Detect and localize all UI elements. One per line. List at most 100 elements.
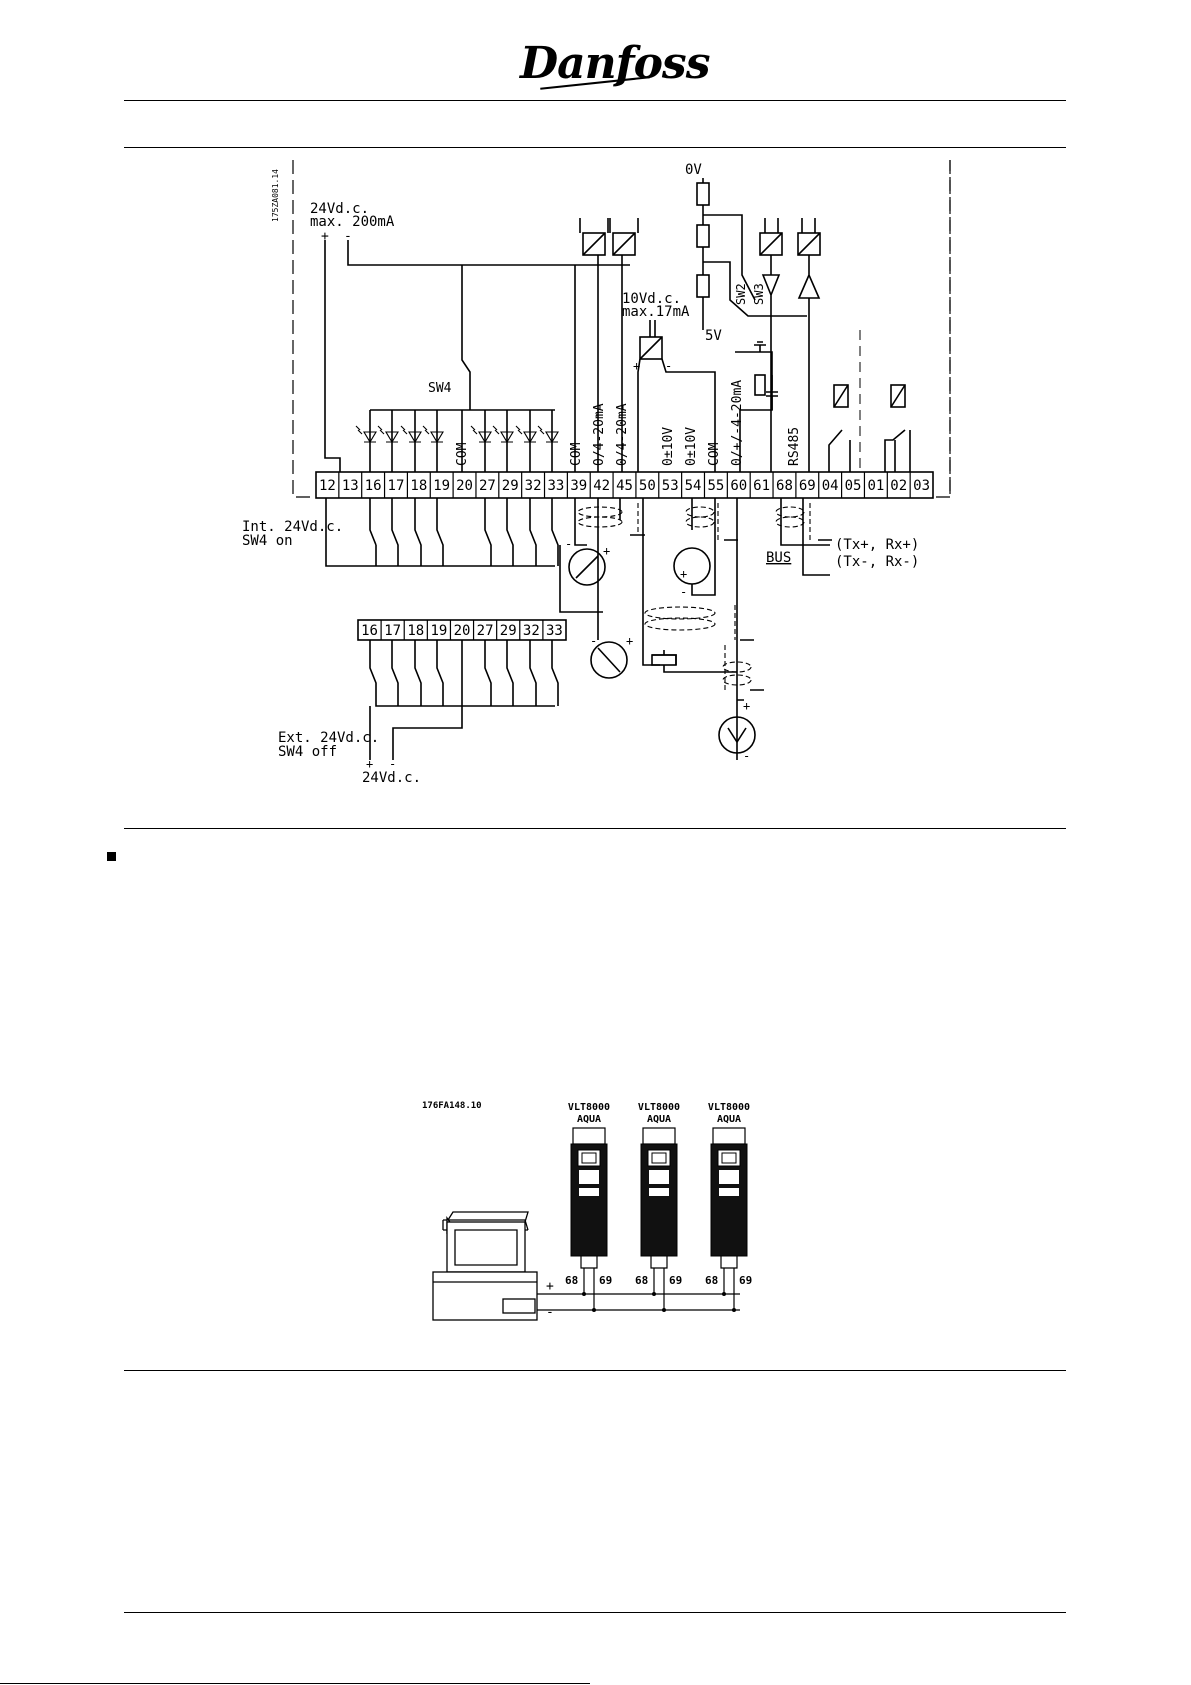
led-icon bbox=[470, 425, 492, 444]
terminal-27: 27 bbox=[479, 478, 496, 494]
label-com-39: COM bbox=[569, 442, 584, 466]
int-label-1: Int. 24Vd.c. bbox=[242, 519, 343, 535]
drive-subname: AQUA bbox=[647, 1114, 671, 1125]
terminal-12: 12 bbox=[319, 478, 336, 494]
label-45: 0/4-20mA bbox=[615, 403, 630, 466]
drive-terminal-68: 68 bbox=[705, 1274, 718, 1287]
drive-name: VLT8000 bbox=[568, 1102, 610, 1113]
page-bottom-line bbox=[0, 1683, 590, 1684]
led-icon bbox=[400, 425, 422, 444]
supply-label-2: max. 200mA bbox=[310, 214, 395, 230]
ext-terminal-32: 32 bbox=[523, 623, 540, 639]
terminal-32: 32 bbox=[525, 478, 542, 494]
terminal-02: 02 bbox=[890, 478, 907, 494]
label-com-20: COM bbox=[455, 442, 470, 466]
ext-terminal-20: 20 bbox=[454, 623, 471, 639]
meter1-minus: - bbox=[565, 537, 572, 551]
five-v-label: 5V bbox=[705, 328, 722, 344]
drive-terminal-69: 69 bbox=[669, 1274, 682, 1287]
led-icon bbox=[492, 425, 514, 444]
terminal-39: 39 bbox=[570, 478, 587, 494]
drive-terminal-68: 68 bbox=[635, 1274, 648, 1287]
terminal-03: 03 bbox=[913, 478, 930, 494]
supply-minus: - bbox=[344, 229, 352, 244]
meter1-plus: + bbox=[603, 544, 610, 558]
terminal-53: 53 bbox=[662, 478, 679, 494]
led-icon bbox=[355, 425, 377, 444]
terminal-17: 17 bbox=[388, 478, 405, 494]
label-53: 0±10V bbox=[661, 427, 676, 466]
sw4-label: SW4 bbox=[428, 381, 452, 396]
danfoss-logo: Danfoss bbox=[520, 38, 710, 89]
terminal-61: 61 bbox=[753, 478, 770, 494]
bus-label: BUS bbox=[766, 550, 791, 566]
terminal-60: 60 bbox=[730, 478, 747, 494]
drive-terminal-68: 68 bbox=[565, 1274, 578, 1287]
terminal-16: 16 bbox=[365, 478, 382, 494]
ext-terminal-29: 29 bbox=[500, 623, 517, 639]
diagram2-code: 176FA148.10 bbox=[422, 1101, 482, 1111]
ext-label-1: Ext. 24Vd.c. bbox=[278, 730, 379, 746]
ext-terminal-17: 17 bbox=[384, 623, 401, 639]
src-plus: + bbox=[680, 567, 687, 581]
ext-terminal-33: 33 bbox=[546, 623, 563, 639]
terminal-05: 05 bbox=[845, 478, 862, 494]
terminal-19: 19 bbox=[433, 478, 450, 494]
zero-v-label: 0V bbox=[685, 162, 702, 178]
terminal-69: 69 bbox=[799, 478, 816, 494]
terminal-55: 55 bbox=[707, 478, 724, 494]
drive-name: VLT8000 bbox=[638, 1102, 680, 1113]
led-icon bbox=[515, 425, 537, 444]
terminal-18: 18 bbox=[410, 478, 427, 494]
cur-plus: + bbox=[743, 699, 750, 713]
diagram1-code: 175ZA081.14 bbox=[271, 169, 280, 222]
drive-terminal-69: 69 bbox=[739, 1274, 752, 1287]
ext-terminal-18: 18 bbox=[407, 623, 424, 639]
label-42: 0/4-20mA bbox=[592, 403, 607, 466]
footer-rule bbox=[124, 1612, 1066, 1613]
bus-minus: - bbox=[546, 1305, 554, 1320]
led-icon bbox=[422, 425, 444, 444]
tx-plus-label: (Tx+, Rx+) bbox=[835, 537, 919, 553]
section-rule bbox=[124, 828, 1066, 829]
label-rs485: RS485 bbox=[787, 427, 802, 466]
ext-supply-label: 24Vd.c. bbox=[362, 770, 421, 786]
tx-minus-label: (Tx-, Rx-) bbox=[835, 554, 919, 570]
ref-supply-2: max.17mA bbox=[622, 304, 690, 320]
terminal-33: 33 bbox=[548, 478, 565, 494]
terminal-68: 68 bbox=[776, 478, 793, 494]
terminal-54: 54 bbox=[685, 478, 702, 494]
drive-subname: AQUA bbox=[577, 1114, 601, 1125]
led-icon bbox=[377, 425, 399, 444]
cur-minus: - bbox=[743, 749, 750, 763]
ext-terminal-27: 27 bbox=[477, 623, 494, 639]
drive-name: VLT8000 bbox=[708, 1102, 750, 1113]
header-rule bbox=[124, 100, 1066, 101]
sw3-label: SW3 bbox=[752, 283, 766, 305]
label-com-55: COM bbox=[707, 442, 722, 466]
ext-terminal-16: 16 bbox=[361, 623, 378, 639]
int-label-2: SW4 on bbox=[242, 533, 293, 549]
sw2-label: SW2 bbox=[734, 283, 748, 305]
terminal-01: 01 bbox=[867, 478, 884, 494]
ext-terminal-19: 19 bbox=[430, 623, 447, 639]
section-rule-2 bbox=[124, 1370, 1066, 1371]
ext-plus: + bbox=[366, 757, 373, 771]
terminal-29: 29 bbox=[502, 478, 519, 494]
figure-top-rule bbox=[124, 147, 1066, 148]
ext-label-2: SW4 off bbox=[278, 744, 337, 760]
label-54: 0±10V bbox=[684, 427, 699, 466]
ref-plus: + bbox=[633, 359, 640, 373]
terminal-45: 45 bbox=[616, 478, 633, 494]
meter2-minus: - bbox=[590, 634, 597, 648]
terminal-42: 42 bbox=[593, 478, 610, 494]
supply-plus: + bbox=[321, 229, 329, 244]
terminal-20: 20 bbox=[456, 478, 473, 494]
bus-plus: + bbox=[546, 1279, 554, 1294]
ref-minus: - bbox=[665, 359, 672, 373]
section-bullet-icon bbox=[107, 852, 116, 861]
